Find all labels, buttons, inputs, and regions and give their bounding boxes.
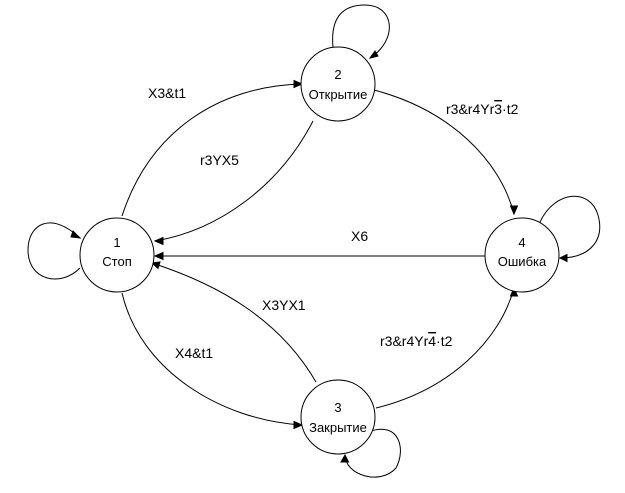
state-2-label: Открытие <box>309 87 368 102</box>
edge-3-to-1 <box>151 262 317 383</box>
edge-3-to-4 <box>375 287 515 409</box>
edge-1-to-2-arrowhead <box>293 79 304 89</box>
state-node-4: 4 Ошибка <box>484 217 560 293</box>
state-1-label: Стоп <box>102 254 131 269</box>
edge-1-to-3-arrowhead <box>293 420 304 430</box>
edge-2-to-4-arrowhead <box>509 205 519 216</box>
edge-3-to-4-label: r3&r4Yr4·t2 <box>380 333 453 349</box>
edge-4-to-1-arrowhead <box>153 251 164 261</box>
state-1-number: 1 <box>113 235 120 250</box>
self-loop-4-arrowhead <box>558 253 568 263</box>
state-4-number: 4 <box>518 235 525 250</box>
state-node-1: 1 Стоп <box>79 217 155 293</box>
edge-2-to-1-arrowhead <box>153 236 164 246</box>
edge-4-to-1-label: X6 <box>351 228 368 244</box>
edge-3-to-1-arrowhead <box>150 261 161 270</box>
edge-3-to-4-arrowhead <box>509 286 519 297</box>
self-loop-2 <box>332 4 390 59</box>
edge-3-to-1-label: X3YX1 <box>262 297 306 313</box>
self-loop-1-arrowhead <box>70 230 82 239</box>
state-4-label: Ошибка <box>498 254 547 269</box>
self-loop-1 <box>27 222 81 280</box>
edge-1-to-2 <box>121 83 303 217</box>
state-3-number: 3 <box>334 400 341 415</box>
state-3-label: Закрытие <box>309 420 367 435</box>
self-loop-2-arrowhead <box>368 50 379 59</box>
edge-2-to-1 <box>154 120 314 242</box>
edge-2-to-1-label: r3YX5 <box>200 152 239 168</box>
edge-1-to-2-label: X3&t1 <box>148 85 186 101</box>
edge-1-to-3-label: X4&t1 <box>175 345 213 361</box>
self-loop-3 <box>344 428 401 478</box>
edge-2-to-4-label: r3&r4Yr3·t2 <box>446 101 519 117</box>
edge-1-to-3 <box>121 292 303 426</box>
state-node-3: 3 Закрытие <box>300 379 376 455</box>
self-loop-4 <box>539 195 601 259</box>
state-node-2: 2 Открытие <box>300 46 376 122</box>
self-loop-3-arrowhead <box>340 453 350 463</box>
edge-2-to-4 <box>373 89 515 215</box>
state-2-number: 2 <box>334 67 341 82</box>
